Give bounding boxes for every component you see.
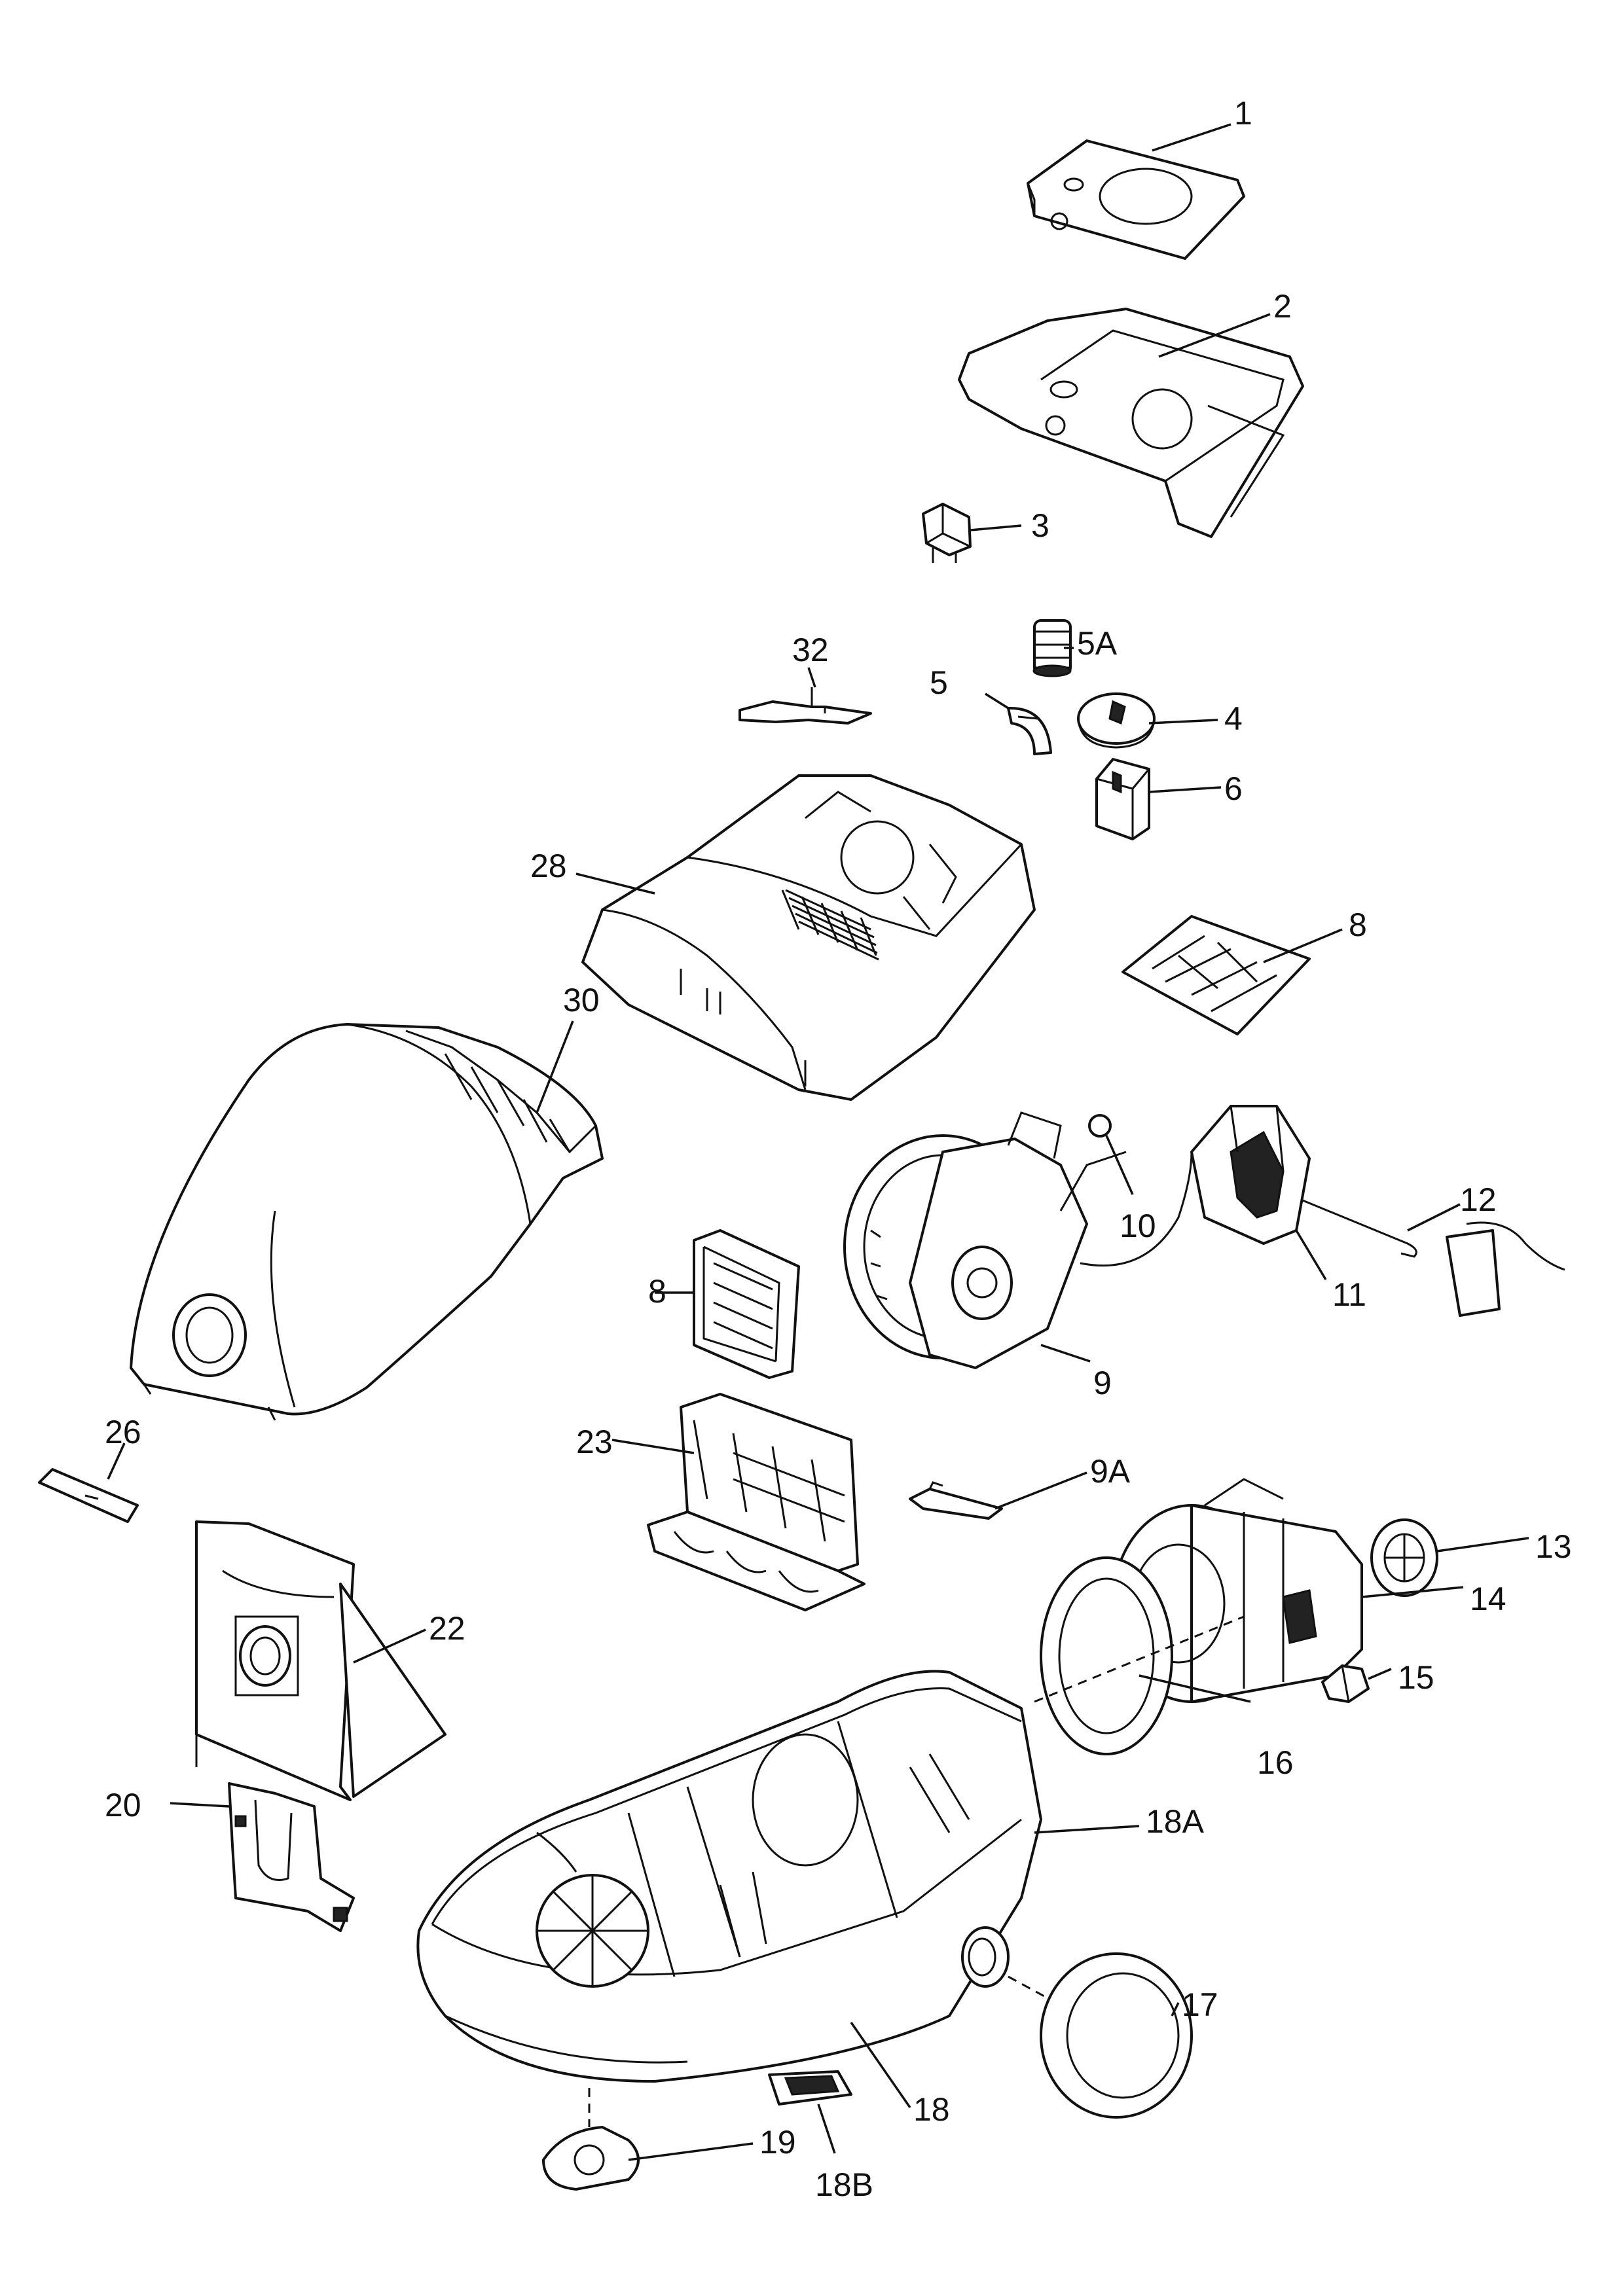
- part-label-p18: 18: [913, 2091, 950, 2128]
- part-label-p5a: 5A: [1077, 625, 1118, 662]
- leader-lines: [107, 123, 1529, 2161]
- part-label-p16: 16: [1257, 1744, 1294, 1781]
- part-4-knob: [1077, 692, 1156, 749]
- part-label-p15: 15: [1398, 1659, 1434, 1696]
- part-label-p2: 2: [1273, 288, 1292, 325]
- part-8-filter-pad: [1122, 915, 1311, 1035]
- part-label-p18b: 18B: [815, 2166, 873, 2203]
- part-18-body-base: [416, 1670, 1042, 2083]
- part-label-p26: 26: [105, 1414, 141, 1450]
- part-1-lid: [1027, 139, 1245, 260]
- part-label-p3: 3: [1031, 507, 1049, 544]
- part-label-p17: 17: [1182, 1986, 1218, 2023]
- part-13-motor-cap: [1370, 1518, 1438, 1597]
- part-label-p19: 19: [759, 2124, 796, 2161]
- part-22-dust-bag: [195, 1520, 447, 1801]
- part-28-housing-cover: [581, 774, 1036, 1101]
- part-label-p30: 30: [563, 982, 600, 1018]
- part-label-p22: 22: [429, 1610, 465, 1647]
- part-26-tube: [38, 1468, 139, 1523]
- part-30-bag-cover: [130, 1023, 604, 1421]
- part-16-motor-ring: [1034, 1556, 1245, 1755]
- part-label-p11: 11: [1332, 1276, 1366, 1313]
- part-label-p1: 1: [1234, 95, 1252, 132]
- part-label-p23: 23: [576, 1424, 613, 1460]
- part-label-p9: 9: [1093, 1365, 1112, 1401]
- part-label-p4: 4: [1224, 700, 1243, 737]
- part-15-bracket: [1321, 1664, 1370, 1703]
- part-9a-slider: [909, 1481, 1003, 1520]
- part-label-p8a: 8: [1349, 906, 1367, 943]
- part-5-bracket: [1007, 706, 1052, 755]
- part-8-filter-frame: [693, 1229, 800, 1379]
- part-label-p9a: 9A: [1090, 1453, 1131, 1490]
- part-label-p10: 10: [1120, 1208, 1156, 1244]
- part-label-p12: 12: [1460, 1181, 1497, 1218]
- part-label-p18a: 18A: [1146, 1803, 1205, 1840]
- part-label-p28: 28: [530, 848, 567, 884]
- part-11-cord-reel: [1190, 1105, 1311, 1245]
- part-18b-pedal: [768, 2070, 852, 2106]
- part-6-block: [1095, 758, 1150, 840]
- part-23-grille: [647, 1393, 866, 1611]
- part-19-castor: [542, 2088, 640, 2191]
- part-9-motor-support: [843, 1111, 1193, 1369]
- part-2-top-cover: [958, 308, 1304, 538]
- part-label-p8b: 8: [648, 1273, 666, 1310]
- part-label-p5: 5: [930, 664, 948, 701]
- part-10-grommet: [1088, 1114, 1112, 1138]
- part-12-cord: [1296, 1196, 1565, 1317]
- part-label-p6: 6: [1224, 770, 1243, 807]
- part-label-p13: 13: [1535, 1528, 1572, 1565]
- part-label-p14: 14: [1470, 1581, 1506, 1617]
- part-20-bag-holder: [228, 1782, 355, 1932]
- part-3-switch: [922, 503, 972, 563]
- part-14-motor: [1112, 1478, 1363, 1703]
- part-17-wheel: [1040, 1952, 1193, 2119]
- part-label-p32: 32: [792, 632, 829, 668]
- part-label-p20: 20: [105, 1787, 141, 1823]
- part-32-clip: [739, 687, 872, 725]
